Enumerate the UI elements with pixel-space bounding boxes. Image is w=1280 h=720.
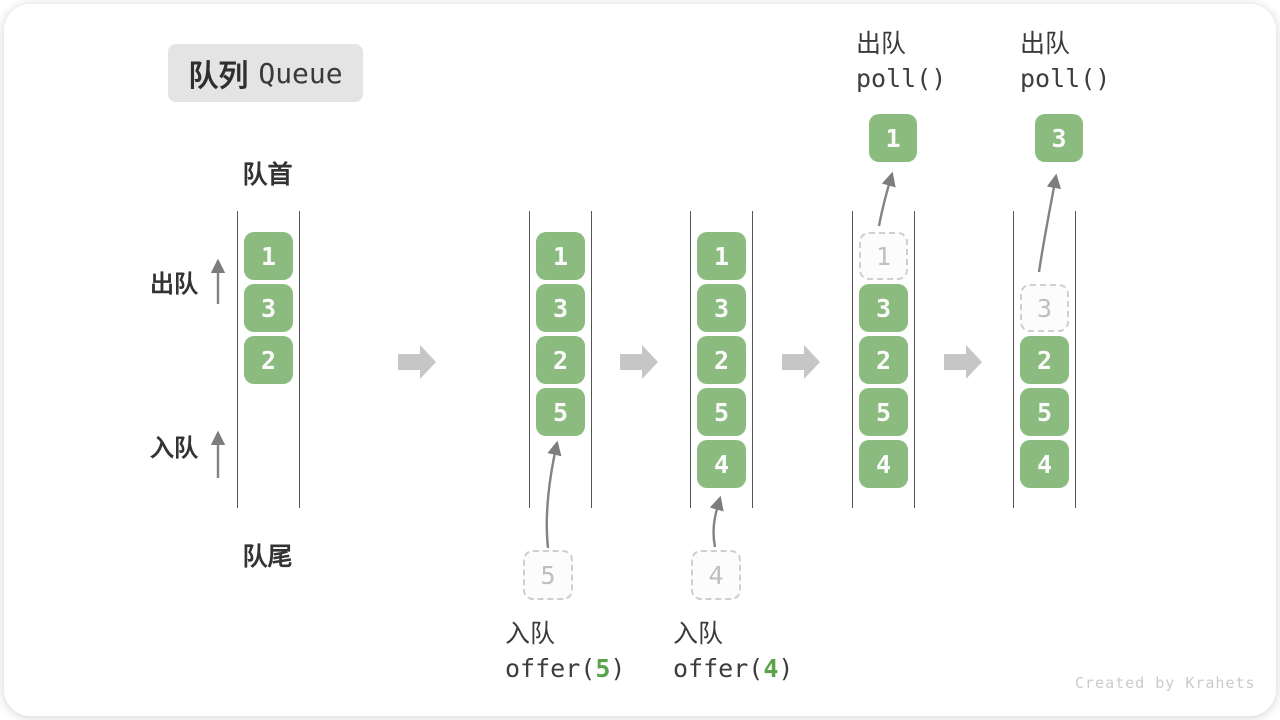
queue-cell: 1: [244, 232, 293, 280]
code-fn: offer(: [673, 653, 764, 683]
code-close: ): [610, 653, 626, 683]
queue-cell: 1: [697, 232, 746, 280]
operation-label-poll-1: 出队 poll(): [856, 28, 946, 96]
title-zh: 队列: [188, 60, 249, 93]
queue-cell: 5: [1020, 388, 1069, 436]
watermark: Created by Krahets: [1075, 674, 1256, 692]
queue-cell: 2: [859, 336, 908, 384]
label-enqueue: 入队: [150, 435, 198, 462]
operation-code: offer(4): [673, 652, 793, 686]
queue-cell: 2: [697, 336, 746, 384]
queue-cell: 5: [697, 388, 746, 436]
queue-cell: 5: [859, 388, 908, 436]
poll-result-box: 3: [1035, 114, 1083, 162]
queue-cell: 2: [244, 336, 293, 384]
queue-state-5-channel: 3 2 5 4: [1013, 211, 1076, 508]
queue-cell: 5: [536, 388, 585, 436]
queue-cell-removed: 1: [859, 232, 908, 280]
queue-cell: 4: [1020, 440, 1069, 488]
operation-code: offer(5): [505, 652, 625, 686]
queue-cell: 2: [536, 336, 585, 384]
title-badge: 队列 Queue: [168, 44, 363, 102]
state-transition-arrow-icon: [782, 345, 820, 379]
operation-action: 出队: [856, 30, 907, 58]
code-close: ): [778, 653, 794, 683]
operation-code: poll(): [1020, 63, 1111, 93]
queue-cell: 1: [536, 232, 585, 280]
title-en: Queue: [258, 56, 343, 90]
queue-cell: 3: [859, 284, 908, 332]
incoming-element-box: 4: [691, 550, 741, 600]
poll-result-box: 1: [869, 114, 917, 162]
queue-cell: 4: [859, 440, 908, 488]
operation-action: 入队: [673, 620, 724, 648]
label-queue-front: 队首: [242, 161, 293, 189]
queue-state-4-channel: 1 3 2 5 4: [852, 211, 915, 508]
code-arg: 5: [595, 653, 611, 683]
queue-cell: 3: [697, 284, 746, 332]
queue-cell: 3: [244, 284, 293, 332]
queue-cell: 2: [1020, 336, 1069, 384]
operation-label-offer-4: 入队 offer(4): [673, 618, 793, 686]
incoming-element-box: 5: [523, 550, 573, 600]
state-transition-arrow-icon: [944, 345, 982, 379]
operation-action: 出队: [1020, 30, 1071, 58]
code-arg: 4: [763, 653, 779, 683]
state-transition-arrow-icon: [398, 345, 436, 379]
queue-state-1-channel: 1 3 2: [237, 211, 300, 508]
code-fn: offer(: [505, 653, 596, 683]
queue-cell-removed: 3: [1020, 284, 1069, 332]
state-transition-arrow-icon: [620, 345, 658, 379]
queue-state-2-channel: 1 3 2 5: [529, 211, 592, 508]
operation-action: 入队: [505, 620, 556, 648]
queue-cell: 4: [697, 440, 746, 488]
queue-cell: 3: [536, 284, 585, 332]
operation-label-poll-3: 出队 poll(): [1020, 28, 1110, 96]
operation-label-offer-5: 入队 offer(5): [505, 618, 625, 686]
label-queue-rear: 队尾: [242, 543, 293, 571]
label-dequeue: 出队: [150, 271, 198, 298]
queue-state-3-channel: 1 3 2 5 4: [690, 211, 753, 508]
operation-code: poll(): [856, 63, 947, 93]
